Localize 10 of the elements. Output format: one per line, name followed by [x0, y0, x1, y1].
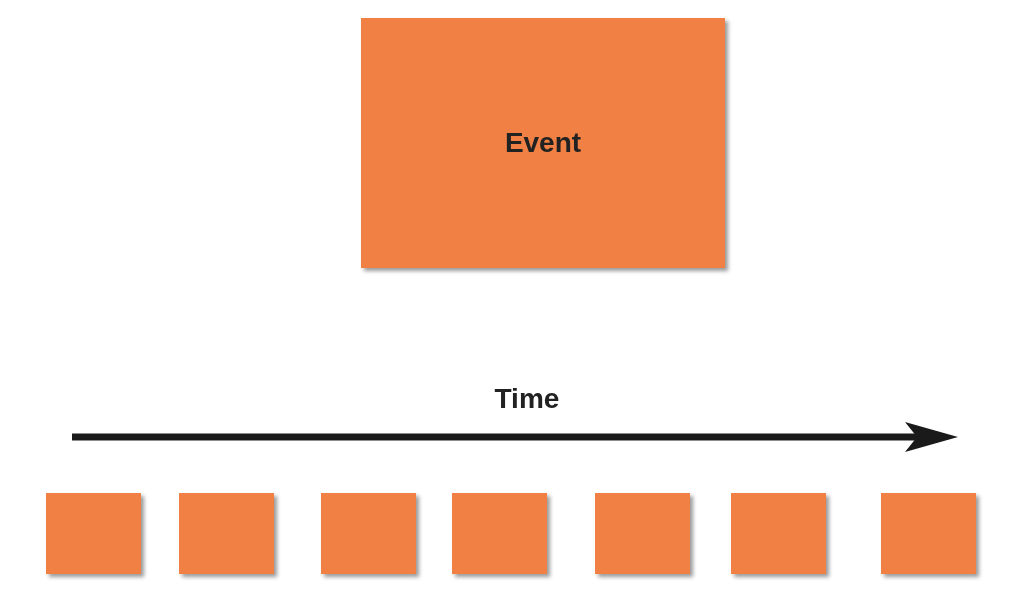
axis-label: Time — [494, 383, 560, 415]
time-slot-box — [452, 493, 547, 574]
time-slot-box — [881, 493, 976, 574]
event-box — [361, 18, 725, 268]
time-slot-box — [731, 493, 826, 574]
time-slot-box — [179, 493, 274, 574]
time-slot-box — [46, 493, 141, 574]
box-label: Event — [504, 127, 582, 159]
time-slot-box — [595, 493, 690, 574]
time-slot-box — [321, 493, 416, 574]
